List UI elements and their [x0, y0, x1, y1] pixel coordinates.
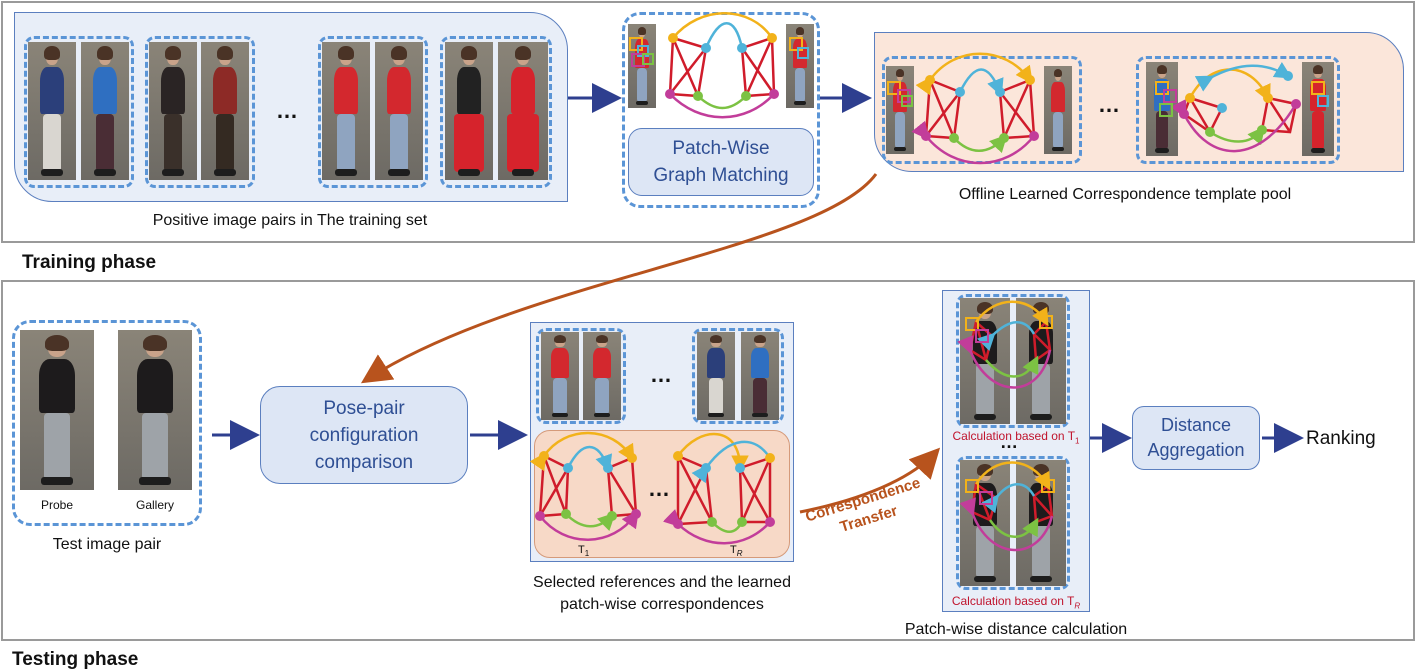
- pedestrian-image: [628, 24, 656, 108]
- pedestrian-image: [1044, 66, 1072, 154]
- template-pool-caption: Offline Learned Correspondence template …: [958, 186, 1292, 203]
- pedestrian-image: [1302, 62, 1334, 156]
- probe-label: Probe: [40, 498, 74, 512]
- comparison-box: Pose-pair configuration comparison: [260, 386, 468, 484]
- pedestrian-image: [322, 42, 370, 180]
- pedestrian-image: [583, 332, 621, 420]
- pedestrian-image: [960, 298, 1010, 424]
- calc-bottom-caption: Calculation based on TR: [951, 594, 1081, 611]
- pedestrian-image: [741, 332, 779, 420]
- pedestrian-image: [445, 42, 493, 180]
- tr-label: TR: [730, 544, 743, 559]
- distance-calc-caption: Patch-wise distance calculation: [904, 621, 1128, 638]
- ranking-label: Ranking: [1306, 428, 1376, 449]
- pedestrian-image: [149, 42, 197, 180]
- positive-pairs-caption: Positive image pairs in The training set: [152, 212, 428, 229]
- training-phase-label: Training phase: [22, 252, 157, 273]
- ellipsis: …: [1098, 92, 1121, 117]
- pedestrian-image: [1016, 298, 1066, 424]
- pedestrian-image: [81, 42, 129, 180]
- calc-pair-1: [956, 294, 1070, 428]
- t1-label: T1: [578, 544, 590, 559]
- references-caption: Selected references and the learned patc…: [533, 574, 791, 613]
- pedestrian-image: [960, 460, 1010, 586]
- probe-image: [20, 330, 94, 490]
- testing-phase-label: Testing phase: [12, 649, 139, 670]
- pedestrian-image: [541, 332, 579, 420]
- image-pair-1: [24, 36, 134, 188]
- aggregation-box: Distance Aggregation: [1132, 406, 1260, 470]
- pedestrian-image: [498, 42, 548, 180]
- image-pair-2: [145, 36, 255, 188]
- pedestrian-image: [375, 42, 423, 180]
- gallery-label: Gallery: [135, 498, 174, 512]
- ellipsis: …: [648, 476, 671, 501]
- ellipsis: …: [276, 98, 299, 123]
- test-pair-caption: Test image pair: [52, 536, 162, 553]
- template-r: [1136, 56, 1340, 164]
- ellipsis: …: [1000, 432, 1019, 452]
- pedestrian-image: [786, 24, 814, 108]
- calc-top-caption: Calculation based on T1: [952, 429, 1080, 446]
- pedestrian-image: [201, 42, 249, 180]
- pedestrian-image: [1016, 460, 1066, 586]
- pedestrian-image: [886, 66, 914, 154]
- ellipsis: …: [650, 362, 673, 387]
- pedestrian-image: [28, 42, 76, 180]
- gallery-image: [118, 330, 192, 490]
- calc-pair-r: [956, 456, 1070, 590]
- graph-matching-box: Patch-Wise Graph Matching: [628, 128, 814, 196]
- pedestrian-image: [697, 332, 735, 420]
- pedestrian-image: [1146, 62, 1178, 156]
